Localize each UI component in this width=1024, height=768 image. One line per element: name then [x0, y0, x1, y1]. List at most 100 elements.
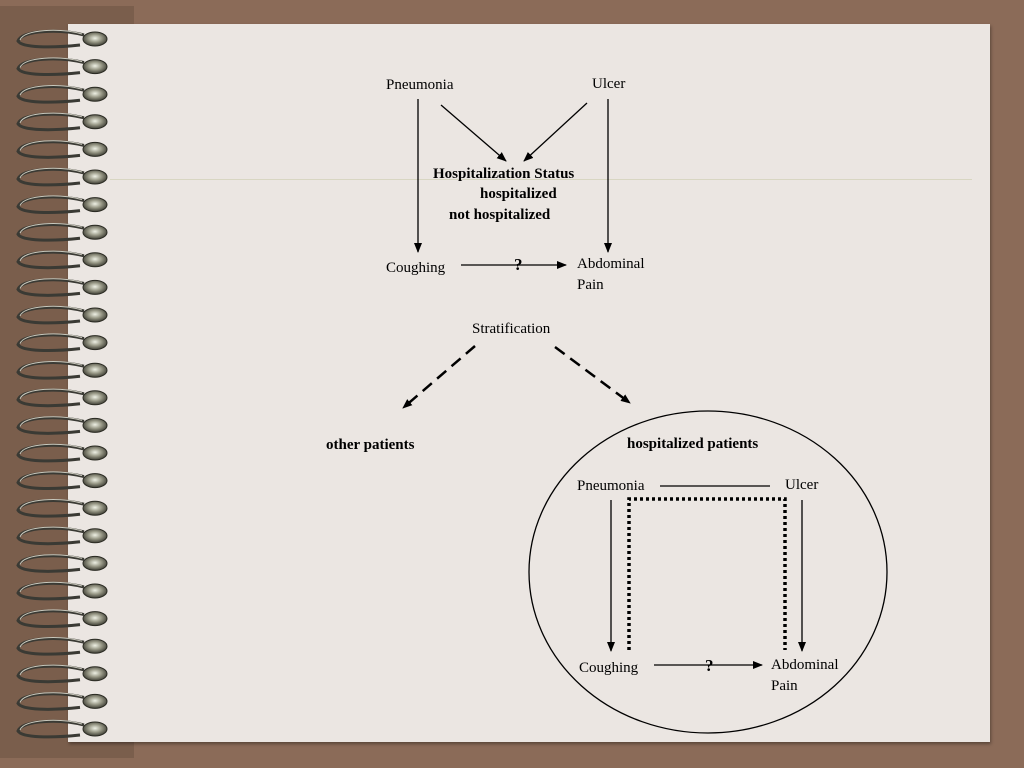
- slide-page: [68, 24, 990, 742]
- spiral-hole: [82, 528, 108, 544]
- spiral-coil: [16, 85, 85, 104]
- spiral-coil: [16, 195, 85, 214]
- spiral-hole: [82, 141, 108, 157]
- spiral-coil-highlight: [19, 305, 83, 317]
- spiral-coil: [16, 664, 85, 684]
- spiral-coil-highlight: [19, 609, 83, 620]
- circle-node-abdominal-line1: Abdominal: [771, 657, 839, 673]
- spiral-coil: [16, 499, 85, 518]
- spiral-binding: [16, 29, 108, 739]
- spiral-coil: [16, 29, 85, 49]
- spiral-hole: [82, 445, 108, 461]
- spiral-coil: [16, 57, 85, 76]
- spiral-coil-highlight: [19, 581, 83, 593]
- spiral-coil: [16, 554, 85, 573]
- spiral-coil-highlight: [19, 416, 83, 427]
- spiral-coil: [16, 719, 85, 739]
- spiral-coil-highlight: [19, 57, 83, 68]
- spiral-coil-highlight: [19, 443, 83, 455]
- spiral-coil-highlight: [19, 554, 83, 565]
- spiral-coil: [16, 167, 85, 187]
- spiral-coil: [16, 250, 85, 270]
- page-rule-line: [110, 179, 972, 180]
- circle-node-ulcer: Ulcer: [785, 477, 819, 493]
- spiral-coil-highlight: [19, 333, 83, 344]
- node-hospitalization-status: Hospitalization Status: [433, 166, 575, 182]
- spiral-coil-highlight: [19, 195, 83, 206]
- spiral-coil: [16, 278, 85, 297]
- group-hospitalized-patients: hospitalized patients: [627, 436, 759, 452]
- spiral-coil: [16, 637, 85, 656]
- status-option-not-hospitalized: not hospitalized: [449, 207, 551, 223]
- spiral-coil-highlight: [19, 278, 83, 289]
- hospitalized-circle: [528, 410, 888, 734]
- circle-node-abdominal-line2: Pain: [771, 678, 798, 694]
- spiral-hole: [82, 500, 108, 516]
- spiral-coil: [16, 305, 85, 325]
- spiral-coil: [16, 609, 85, 628]
- node-abdominal-line1: Abdominal: [577, 256, 645, 272]
- spiral-hole: [82, 31, 108, 47]
- spiral-hole: [82, 114, 108, 130]
- spiral-hole: [82, 307, 108, 323]
- stratification-label: Stratification: [472, 321, 551, 337]
- node-pneumonia: Pneumonia: [386, 77, 454, 93]
- spiral-coil: [16, 581, 85, 601]
- edge-pneumonia-to-status: [440, 104, 507, 162]
- spiral-coil-highlight: [19, 388, 83, 400]
- spiral-coil: [16, 223, 85, 242]
- spiral-hole: [82, 279, 108, 295]
- status-option-hospitalized: hospitalized: [480, 186, 557, 202]
- circle-node-coughing: Coughing: [579, 660, 639, 676]
- spiral-hole: [82, 86, 108, 102]
- spiral-coil-highlight: [19, 526, 83, 538]
- spiral-hole: [82, 197, 108, 213]
- spiral-hole: [82, 473, 108, 489]
- spiral-hole: [82, 666, 108, 682]
- spiral-coil-highlight: [19, 85, 83, 96]
- spiral-coil-highlight: [19, 692, 83, 703]
- spiral-coil: [16, 333, 85, 352]
- spiral-coil-highlight: [19, 250, 83, 262]
- spiral-coil-highlight: [19, 637, 83, 648]
- spiral-hole: [82, 693, 108, 709]
- spiral-coil: [16, 692, 85, 711]
- spiral-coil: [16, 471, 85, 490]
- dashed-arrow-other-patients: [402, 345, 476, 409]
- spiral-coil-highlight: [19, 719, 83, 731]
- spiral-hole: [82, 721, 108, 737]
- spiral-coil-highlight: [19, 223, 83, 234]
- spiral-coil-highlight: [19, 29, 83, 41]
- spiral-hole: [82, 583, 108, 599]
- spiral-coil: [16, 140, 85, 159]
- node-coughing: Coughing: [386, 260, 446, 276]
- spiral-coil: [16, 361, 85, 380]
- spiral-hole: [82, 335, 108, 351]
- spiral-hole: [82, 362, 108, 378]
- spiral-coil: [16, 112, 85, 132]
- spiral-coil-highlight: [19, 140, 83, 151]
- spiral-hole: [82, 638, 108, 654]
- group-other-patients: other patients: [326, 437, 415, 453]
- spiral-hole: [82, 169, 108, 185]
- spiral-coil-highlight: [19, 361, 83, 372]
- spiral-hole: [82, 611, 108, 627]
- spiral-coil-highlight: [19, 167, 83, 179]
- spiral-hole: [82, 252, 108, 268]
- spiral-coil-highlight: [19, 471, 83, 482]
- spiral-coil: [16, 416, 85, 435]
- spiral-coil-highlight: [19, 112, 83, 124]
- circle-question-mark: ?: [705, 656, 714, 675]
- spiral-hole: [82, 224, 108, 240]
- dotted-path-induced-dependence: [627, 497, 787, 650]
- spiral-coil: [16, 526, 85, 546]
- spiral-hole: [82, 59, 108, 75]
- spiral-hole: [82, 555, 108, 571]
- dashed-arrow-hospitalized-patients: [554, 345, 631, 405]
- spiral-coil: [16, 443, 85, 463]
- spiral-hole: [82, 417, 108, 433]
- question-mark: ?: [514, 255, 523, 274]
- spiral-hole: [82, 390, 108, 406]
- spiral-coil: [16, 388, 85, 408]
